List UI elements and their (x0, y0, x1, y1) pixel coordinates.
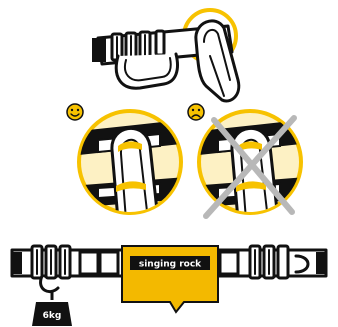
incorrect-detail-circle (197, 109, 303, 219)
top-buckle (110, 29, 166, 62)
bottom-right-buckle (218, 244, 310, 280)
weight-label: 6kg (43, 311, 62, 321)
smiley-face-icon (66, 103, 84, 121)
brand-panel (121, 245, 219, 314)
top-belt-end (92, 38, 106, 62)
top-harness-detail (92, 8, 241, 103)
weight-icon (32, 302, 72, 326)
frowning-face-icon (187, 103, 205, 121)
top-carabiner (194, 19, 241, 103)
hanging-weight: 6kg (32, 274, 72, 326)
bottom-left-buckle (30, 244, 120, 280)
bottom-harness-belt: singing rock 6kg (10, 244, 328, 326)
correct-detail-circle (77, 109, 183, 215)
brand-label: singing rock (139, 260, 202, 270)
cross-x-icon (203, 115, 297, 219)
brand-label-box (130, 256, 210, 270)
